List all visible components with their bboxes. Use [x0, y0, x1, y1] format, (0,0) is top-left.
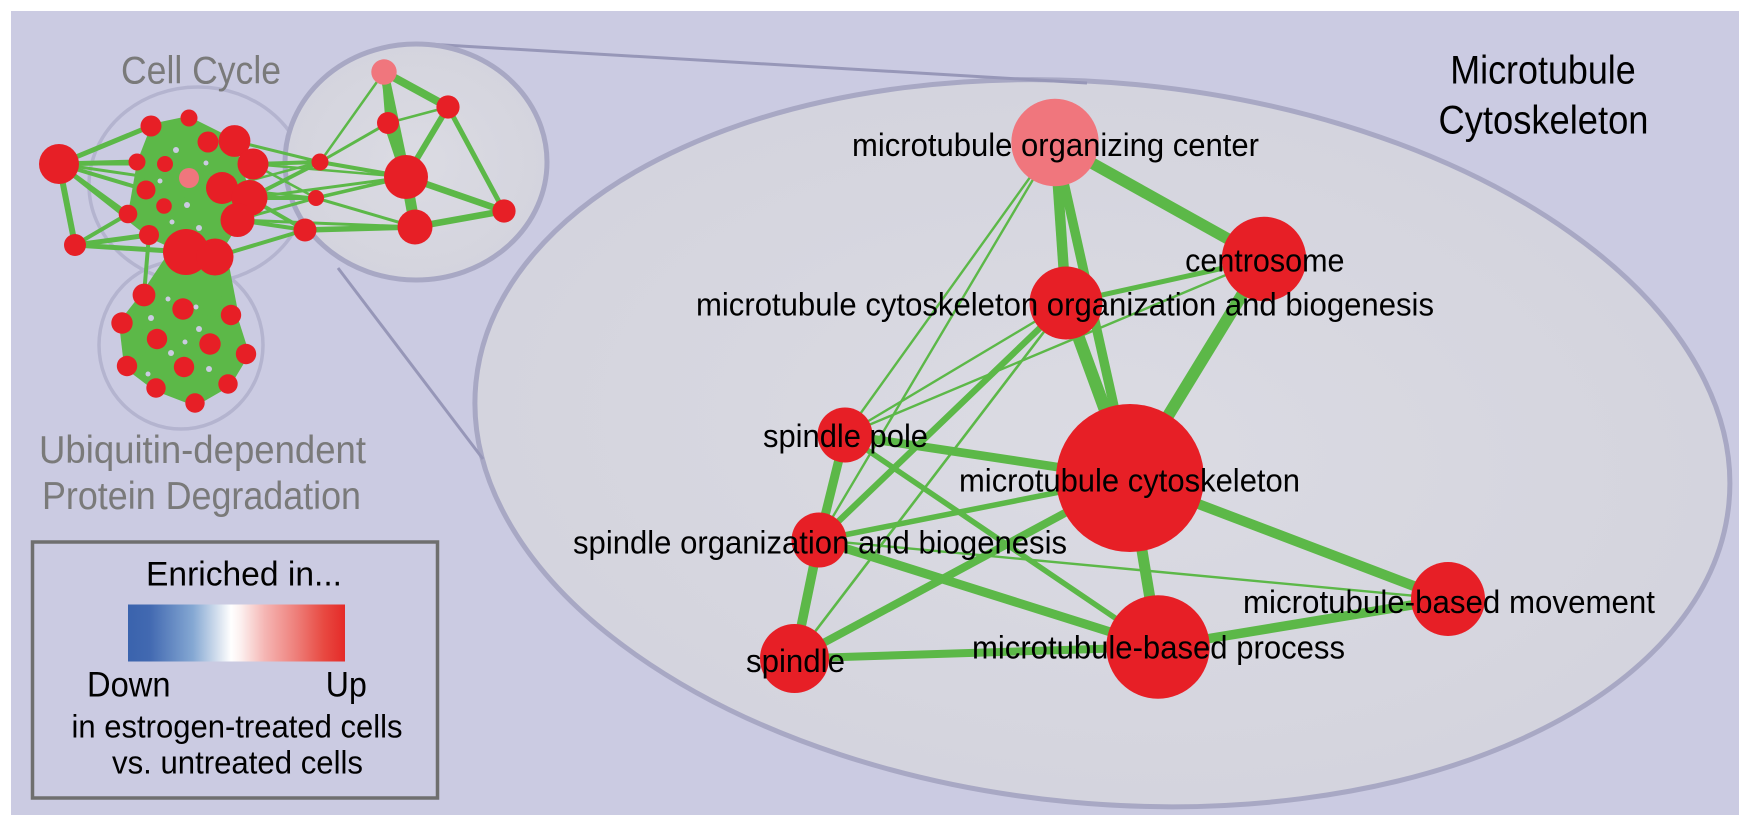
svg-text:centrosome: centrosome — [1185, 243, 1344, 279]
svg-text:Protein Degradation: Protein Degradation — [42, 475, 361, 518]
svg-text:spindle: spindle — [746, 643, 845, 679]
svg-text:microtubule-based process: microtubule-based process — [972, 630, 1345, 666]
svg-text:in estrogen-treated cells: in estrogen-treated cells — [72, 709, 403, 745]
svg-text:Cytoskeleton: Cytoskeleton — [1439, 99, 1649, 143]
svg-text:spindle pole: spindle pole — [763, 418, 928, 454]
svg-text:microtubule cytoskeleton organ: microtubule cytoskeleton organization an… — [696, 287, 1434, 323]
svg-text:Microtubule: Microtubule — [1450, 49, 1636, 93]
svg-text:vs. untreated cells: vs. untreated cells — [112, 745, 363, 781]
svg-text:microtubule organizing center: microtubule organizing center — [852, 127, 1259, 163]
svg-text:microtubule cytoskeleton: microtubule cytoskeleton — [959, 463, 1300, 499]
svg-text:Enriched in...: Enriched in... — [146, 556, 342, 594]
svg-text:Cell Cycle: Cell Cycle — [121, 50, 281, 93]
svg-text:spindle organization and bioge: spindle organization and biogenesis — [573, 525, 1067, 561]
svg-text:Down: Down — [87, 666, 171, 705]
svg-text:microtubule-based movement: microtubule-based movement — [1243, 584, 1655, 620]
svg-text:Up: Up — [326, 666, 367, 705]
svg-text:Ubiquitin-dependent: Ubiquitin-dependent — [39, 429, 366, 472]
